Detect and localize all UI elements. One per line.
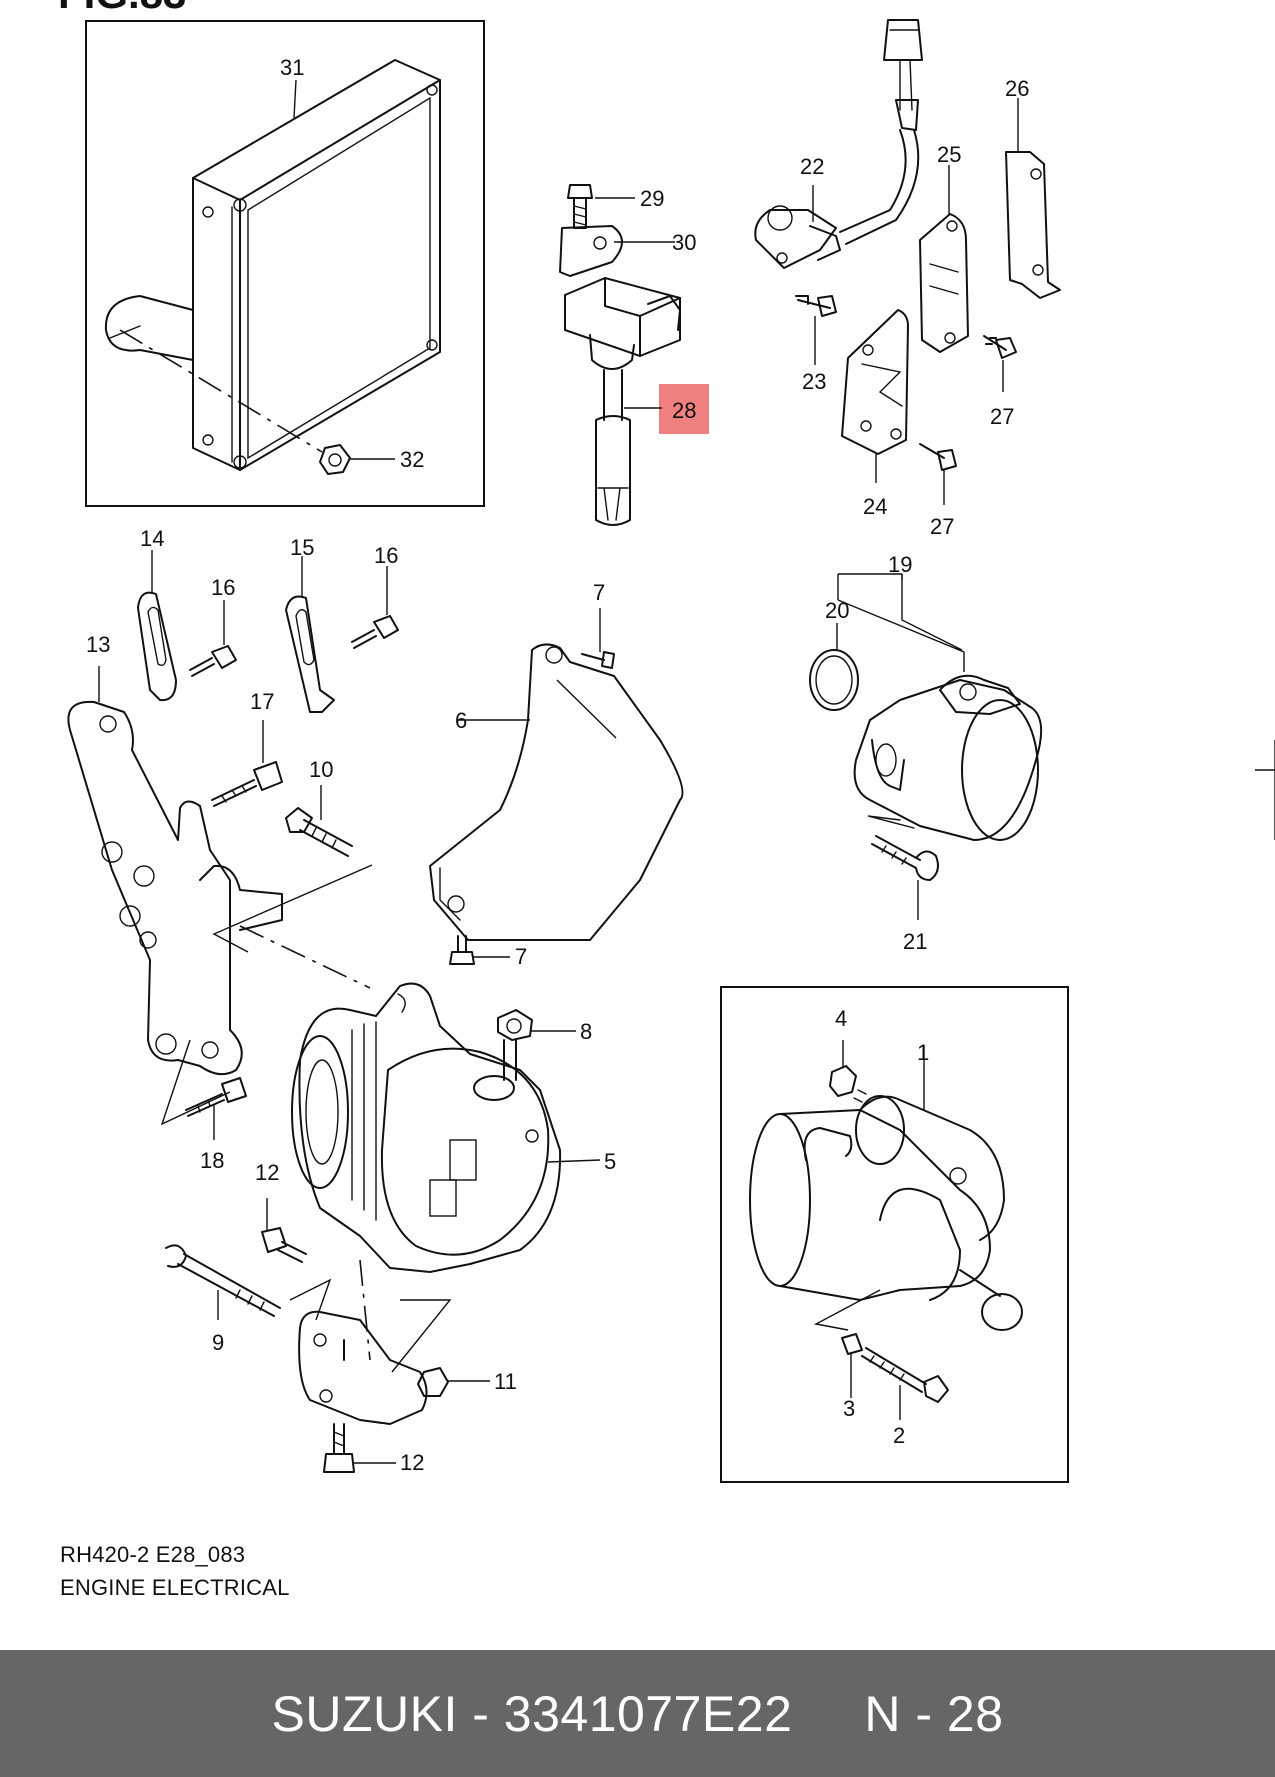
lower-bracket [298, 1310, 428, 1425]
starter-bolt-pointer [813, 1289, 881, 1331]
callout-5: 5 [604, 1149, 616, 1174]
starter-motor-1 [749, 1089, 1023, 1331]
callout-23: 23 [802, 369, 826, 394]
bolt-10-pointer [212, 864, 373, 953]
callout-10: 10 [309, 757, 333, 782]
nut-4 [829, 1065, 857, 1097]
screw-7-upper [581, 651, 615, 669]
ecu-group-frame [85, 20, 485, 507]
ignition-coil-28 [564, 277, 681, 526]
bolt-16-left [189, 645, 237, 677]
nut-8 [497, 1009, 533, 1041]
drawing-code: RH420-2 E28_083 [60, 1542, 246, 1567]
callout-8: 8 [580, 1019, 592, 1044]
callout-7-lower: 7 [515, 944, 527, 969]
callout-15: 15 [290, 535, 314, 560]
bolt-12-upper [261, 1227, 307, 1263]
footer-bar: SUZUKI - 3341077E22 N - 28 [0, 1650, 1275, 1777]
nut-32 [319, 444, 351, 475]
callout-30: 30 [672, 230, 696, 255]
bolt-29 [567, 184, 593, 229]
bolt-18 [185, 1077, 247, 1117]
alternator-5 [291, 982, 562, 1273]
callout-31: 31 [280, 55, 304, 80]
bracket-15 [285, 595, 335, 713]
callout-14: 14 [140, 526, 164, 551]
callout-25: 25 [937, 142, 961, 167]
spacer-3 [841, 1333, 863, 1355]
bracket-30 [559, 225, 623, 277]
bolt-12-lower [323, 1423, 355, 1473]
distributor-19-pointer [837, 573, 965, 672]
callout-6: 6 [455, 708, 467, 733]
callout-26: 26 [1005, 76, 1029, 101]
o-ring-20 [809, 649, 859, 711]
alternator-bracket-axis [239, 925, 371, 989]
ecu-bolt-line [119, 329, 323, 453]
callout-13: 13 [86, 632, 110, 657]
bolt-17 [211, 761, 283, 807]
callout-27-lower: 27 [930, 514, 954, 539]
callout-3: 3 [843, 1396, 855, 1421]
crank-sensor-22 [754, 205, 841, 269]
callout-29: 29 [640, 186, 664, 211]
lower-bracket-axis [359, 1259, 371, 1361]
callout-1: 1 [917, 1040, 929, 1065]
callout-22: 22 [800, 154, 824, 179]
figure-label: FIG.83 [58, 0, 186, 18]
callout-16-left: 16 [211, 575, 235, 600]
bracket-26 [1005, 151, 1061, 299]
callout-4: 4 [835, 1006, 847, 1031]
bolt-9-pointer [289, 1278, 332, 1321]
callout-32: 32 [400, 447, 424, 472]
callout-12-lower: 12 [400, 1450, 424, 1475]
cover-6 [429, 643, 684, 941]
bolt-18-pointer [160, 1039, 231, 1126]
bolt-21 [871, 835, 939, 881]
drawing-title: ENGINE ELECTRICAL [60, 1575, 290, 1600]
starter-group-frame [720, 986, 1069, 1483]
callout-11: 11 [494, 1369, 517, 1394]
callout-7-upper: 7 [593, 580, 605, 605]
callout-24: 24 [863, 494, 887, 519]
callout-16-right: 16 [374, 543, 398, 568]
part-number-caption: SUZUKI - 3341077E22 N - 28 [271, 1685, 1004, 1742]
bracket-13 [67, 700, 283, 1076]
distributor-19 [853, 674, 1043, 841]
callout-20: 20 [825, 598, 849, 623]
callout-17: 17 [250, 689, 274, 714]
callout-27-upper: 27 [990, 404, 1014, 429]
callout-18: 18 [200, 1148, 224, 1173]
bolt-9 [165, 1244, 281, 1317]
callout-9: 9 [212, 1330, 224, 1355]
callout-28: 28 [672, 398, 696, 423]
bolt-10 [285, 807, 353, 857]
bolt-2 [861, 1347, 949, 1403]
bracket-24 [841, 309, 909, 455]
callout-2: 2 [893, 1423, 905, 1448]
screw-7-lower [449, 935, 475, 965]
callout-21: 21 [903, 929, 927, 954]
bracket-25 [919, 213, 969, 353]
parts-diagram: 32 31 29 30 28 22 [67, 19, 1275, 1483]
sensor-harness [839, 19, 923, 245]
bolt-27-lower [919, 443, 957, 471]
bolt-16-right [351, 615, 399, 649]
callout-28-highlight [659, 384, 709, 434]
callout-19: 19 [888, 552, 912, 577]
bracket-14 [137, 591, 177, 702]
callout-12-upper: 12 [255, 1160, 279, 1185]
bolt-27-upper [983, 335, 1017, 359]
nut-11 [417, 1367, 449, 1397]
ecu-module [104, 59, 441, 471]
bolt-23 [795, 295, 837, 317]
